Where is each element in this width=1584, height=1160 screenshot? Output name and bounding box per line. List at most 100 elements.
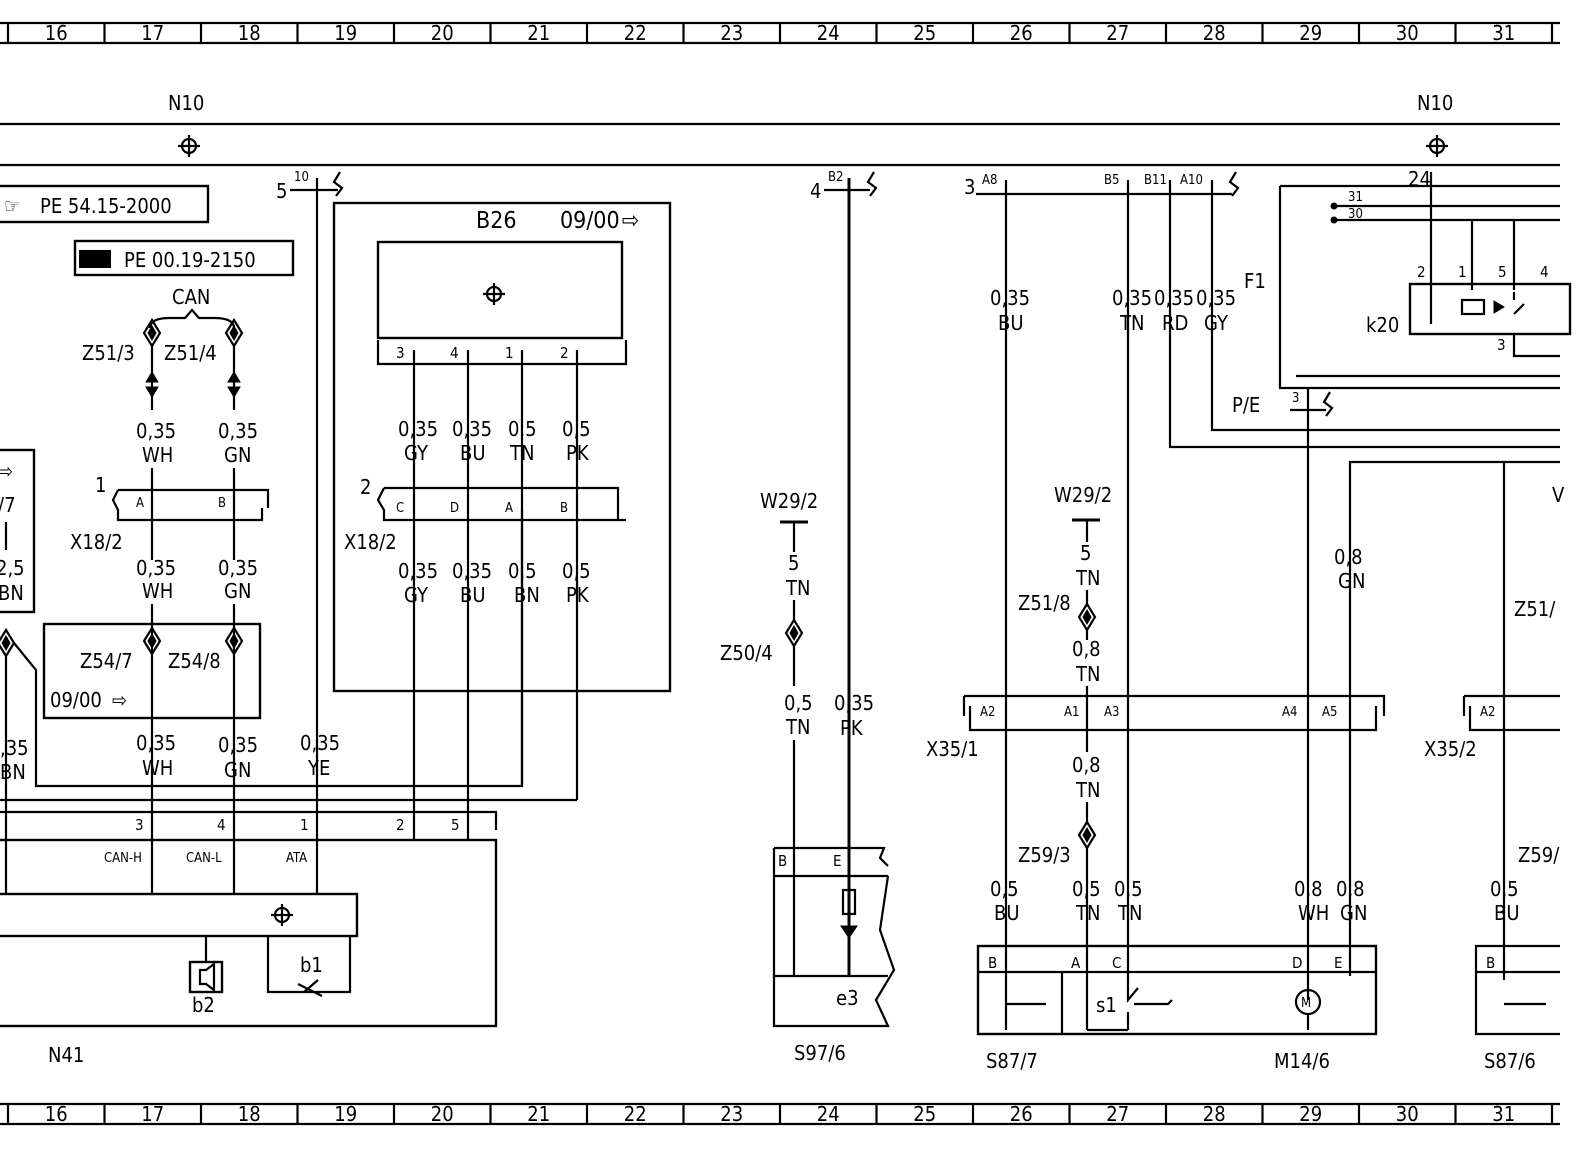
svg-text:B26: B26 xyxy=(476,208,517,234)
grid-column-label: 29 xyxy=(1299,21,1322,45)
reference-text: PE 00.19-2150 xyxy=(124,248,256,272)
svg-text:24: 24 xyxy=(1408,167,1431,191)
svg-text:BN: BN xyxy=(514,583,540,607)
svg-text:X18/2: X18/2 xyxy=(70,530,123,554)
svg-text:YE: YE xyxy=(307,756,330,780)
svg-text:A3: A3 xyxy=(1104,705,1119,720)
svg-text:TN: TN xyxy=(785,715,810,739)
svg-text:WH: WH xyxy=(142,756,173,780)
svg-text:A5: A5 xyxy=(1322,705,1337,720)
svg-text:X35/1: X35/1 xyxy=(926,737,979,761)
svg-text:B2: B2 xyxy=(828,170,843,185)
led-icon xyxy=(840,925,858,939)
svg-text:b2: b2 xyxy=(192,993,215,1017)
svg-text:TN: TN xyxy=(1119,311,1144,335)
reference-text: PE 54.15-2000 xyxy=(40,194,172,218)
grid-column-label: 31 xyxy=(1492,1102,1515,1126)
svg-text:Z51/8: Z51/8 xyxy=(1018,591,1071,615)
grid-column-label: 19 xyxy=(334,1102,357,1126)
grid-column-label: 29 xyxy=(1299,1102,1322,1126)
svg-text:Z51/: Z51/ xyxy=(1514,597,1556,621)
svg-text:0,5: 0,5 xyxy=(562,559,591,583)
grid-column-label: 31 xyxy=(1492,21,1515,45)
svg-text:X35/2: X35/2 xyxy=(1424,737,1477,761)
svg-text:M: M xyxy=(1301,996,1311,1011)
svg-text:1: 1 xyxy=(1458,263,1467,281)
svg-text:1: 1 xyxy=(300,816,309,834)
grid-column-label: 19 xyxy=(334,21,357,45)
svg-text:s1: s1 xyxy=(1096,993,1117,1017)
can-label: CAN xyxy=(172,285,210,309)
svg-text:C: C xyxy=(396,501,404,516)
grid-column-label: 25 xyxy=(913,21,936,45)
svg-text:2: 2 xyxy=(1417,263,1426,281)
svg-text:B: B xyxy=(218,496,226,511)
z51-4-label: Z51/4 xyxy=(164,341,217,365)
grid-column-label: 18 xyxy=(238,21,261,45)
svg-text:BN: BN xyxy=(0,581,24,605)
svg-text:0,35: 0,35 xyxy=(300,731,340,755)
svg-text:B: B xyxy=(988,954,997,972)
svg-text:5: 5 xyxy=(1080,541,1091,565)
svg-text:5: 5 xyxy=(451,816,460,834)
svg-text:4: 4 xyxy=(450,344,459,362)
svg-text:GN: GN xyxy=(1340,901,1367,925)
svg-text:2: 2 xyxy=(360,475,371,499)
svg-text:PK: PK xyxy=(840,716,864,740)
svg-text:Z54/7: Z54/7 xyxy=(80,649,133,673)
svg-text:09/00: 09/00 xyxy=(50,688,102,712)
svg-text:BU: BU xyxy=(460,583,486,607)
grid-column-label: 18 xyxy=(238,1102,261,1126)
svg-text:0,5: 0,5 xyxy=(1072,877,1101,901)
svg-text:1: 1 xyxy=(95,473,106,497)
svg-text:Z59/: Z59/ xyxy=(1518,843,1560,867)
svg-text:TN: TN xyxy=(1075,662,1100,686)
component-s87-7-m14-6: B A C D E s1 M S87/7 M14/6 xyxy=(976,944,1378,1073)
svg-text:B: B xyxy=(778,852,787,870)
svg-text:GY: GY xyxy=(404,583,429,607)
svg-text:0,8: 0,8 xyxy=(1336,877,1365,901)
svg-text:RD: RD xyxy=(1162,311,1188,335)
svg-text:0,5: 0,5 xyxy=(508,417,537,441)
svg-text:N41: N41 xyxy=(48,1043,84,1067)
svg-text:TN: TN xyxy=(1075,778,1100,802)
arrow-right-icon: ⇨ xyxy=(622,208,639,234)
arrow-right-icon: ⇨ xyxy=(0,459,13,483)
svg-text:BU: BU xyxy=(994,901,1020,925)
speaker-icon xyxy=(198,961,216,993)
svg-text:GN: GN xyxy=(224,443,251,467)
svg-text:E: E xyxy=(1334,954,1343,972)
svg-text:0,8: 0,8 xyxy=(1294,877,1323,901)
svg-text:0,35: 0,35 xyxy=(398,417,438,441)
svg-text:4: 4 xyxy=(217,816,226,834)
svg-text:5: 5 xyxy=(1498,263,1507,281)
svg-text:0,8: 0,8 xyxy=(1072,637,1101,661)
grid-column-label: 21 xyxy=(527,21,550,45)
grid-column-label: 20 xyxy=(431,21,454,45)
svg-text:GN: GN xyxy=(1338,569,1365,593)
svg-text:CAN-H: CAN-H xyxy=(104,851,142,866)
reference-box-1[interactable]: ☞ PE 54.15-2000 xyxy=(0,184,210,224)
hand-pointer-icon: ☞ xyxy=(4,194,20,218)
svg-text:M14/6: M14/6 xyxy=(1274,1049,1330,1073)
svg-text:0,5: 0,5 xyxy=(508,559,537,583)
svg-text:0,8: 0,8 xyxy=(1334,545,1363,569)
svg-text:3: 3 xyxy=(1292,391,1299,406)
grid-column-label: 22 xyxy=(624,1102,647,1126)
svg-text:0,35: 0,35 xyxy=(218,556,258,580)
svg-text:0,5: 0,5 xyxy=(1490,877,1519,901)
reference-box-2[interactable]: PE 00.19-2150 xyxy=(73,239,295,277)
ground-symbol-icon xyxy=(1426,135,1448,157)
svg-text:A1: A1 xyxy=(1064,705,1079,720)
svg-text:0,35: 0,35 xyxy=(452,417,492,441)
svg-text:2: 2 xyxy=(396,816,405,834)
hand-pointer-icon xyxy=(79,250,111,268)
svg-text:,35: ,35 xyxy=(0,736,29,760)
svg-text:A: A xyxy=(1071,954,1081,972)
ground-symbol-icon xyxy=(271,904,293,926)
grid-column-label: 22 xyxy=(624,21,647,45)
bus-label-left: N10 xyxy=(168,91,204,115)
svg-text:3: 3 xyxy=(396,344,405,362)
svg-text:PK: PK xyxy=(566,583,590,607)
